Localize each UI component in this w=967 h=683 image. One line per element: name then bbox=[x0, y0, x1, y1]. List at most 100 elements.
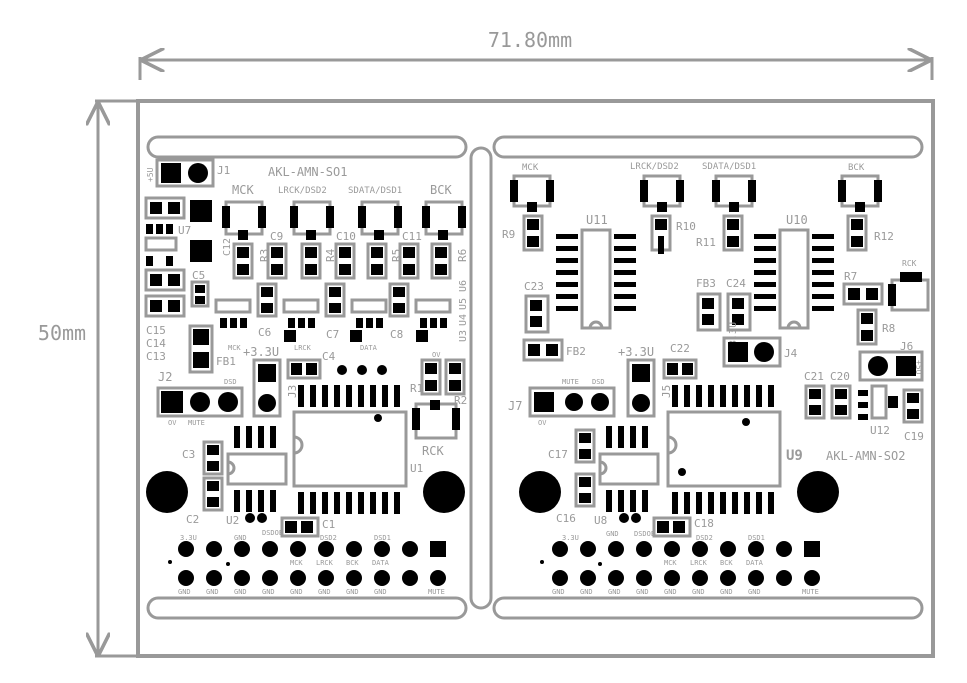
c8-label: C8 bbox=[390, 328, 403, 341]
b2-mck-label: MCK bbox=[522, 163, 539, 173]
b2-hdr-gnd-4: GND bbox=[636, 588, 649, 596]
b2-ov-label: OV bbox=[538, 419, 547, 427]
b2-hdr-dsd1: DSD1 bbox=[748, 534, 765, 542]
lrck-dsd2-label: LRCK/DSD2 bbox=[278, 186, 327, 196]
ic-u1: U1 bbox=[292, 385, 423, 514]
hdr-gnd-top: GND bbox=[234, 534, 247, 542]
hdr-dsdoe: DSDOE bbox=[262, 529, 283, 537]
v33-label: +3.3U bbox=[243, 345, 279, 359]
b2-rck-area: RCK R7 R8 J6 +5U bbox=[842, 259, 930, 382]
c6-label: C6 bbox=[258, 326, 271, 339]
b2-hdr-mute: MUTE bbox=[802, 588, 819, 596]
c11-label: C11 bbox=[402, 230, 422, 243]
test-points-top bbox=[222, 200, 466, 240]
mck-small-label: MCK bbox=[228, 344, 241, 352]
buffer-ics-row: U6 U5 U4 U3 C6 C7 C8 MCK LRCK DATA bbox=[214, 280, 469, 352]
u10-label: U10 bbox=[786, 213, 808, 227]
board2-name-label: AKL-AMN-SO2 bbox=[826, 449, 905, 463]
header-b1: 3.3U GND DSDOE DSD2 DSD1 MCK LRCK BCK DA… bbox=[168, 529, 446, 596]
b2-resistors-top: R9 R10 R11 R12 bbox=[502, 214, 894, 254]
u11-label: U11 bbox=[586, 213, 608, 227]
hdr-gnd-6: GND bbox=[318, 588, 331, 596]
hdr-gnd-2: GND bbox=[206, 588, 219, 596]
b2-hdr-gnd-3: GND bbox=[608, 588, 621, 596]
u2-label: U2 bbox=[226, 514, 239, 527]
b2-hdr-gnd-5: GND bbox=[664, 588, 677, 596]
c12-label: C12 bbox=[222, 238, 233, 256]
data-small-label: DATA bbox=[360, 344, 378, 352]
r4-label: R4 bbox=[324, 248, 337, 262]
b2-caps-mid: C23 FB2 FB3 C24 bbox=[522, 277, 752, 362]
board-outline bbox=[136, 99, 935, 658]
hdr-bck: BCK bbox=[346, 559, 359, 567]
u1-label: U1 bbox=[410, 462, 423, 475]
left-column-parts: U7 C5 C15 C14 C13 FB1 bbox=[144, 196, 236, 374]
c4-label: C4 bbox=[322, 350, 336, 363]
mount-hole-b2-right bbox=[797, 471, 839, 513]
b2-hdr-gnd-top: GND bbox=[606, 530, 619, 538]
bck-label: BCK bbox=[430, 183, 452, 197]
hdr-gnd-3: GND bbox=[234, 588, 247, 596]
r6-label: R6 bbox=[456, 249, 469, 262]
ic-u10: U10 bbox=[754, 213, 834, 330]
c13-label: C13 bbox=[146, 350, 166, 363]
r12-label: R12 bbox=[874, 230, 894, 243]
r11-label: R11 bbox=[696, 236, 716, 249]
c7-label: C7 bbox=[326, 328, 339, 341]
fb1-label: FB1 bbox=[216, 355, 236, 368]
j6-label: J6 bbox=[900, 340, 913, 353]
width-dimension-label: 71.80mm bbox=[488, 28, 572, 52]
j3-label: J3 bbox=[286, 385, 299, 398]
b2-sdata-dsd1-label: SDATA/DSD1 bbox=[702, 162, 756, 172]
sdata-dsd1-label: SDATA/DSD1 bbox=[348, 186, 402, 196]
connector-j4: +3.3U J4 bbox=[722, 322, 798, 368]
ov-small-label: OV bbox=[432, 351, 441, 359]
hdr-data: DATA bbox=[372, 559, 390, 567]
c16-label: C16 bbox=[556, 512, 576, 525]
c10-label: C10 bbox=[336, 230, 356, 243]
rck-label: RCK bbox=[422, 444, 444, 458]
b2-power-connectors: +3.3U J5 C22 J7 MUTE DSD OV bbox=[508, 342, 698, 427]
b2-rck-label: RCK bbox=[902, 259, 917, 268]
b2-hdr-3v3: 3.3U bbox=[562, 534, 579, 542]
hdr-gnd-5: GND bbox=[290, 588, 303, 596]
hdr-mute: MUTE bbox=[428, 588, 445, 596]
ic-u11: U11 bbox=[556, 213, 636, 330]
mount-hole-b1-left bbox=[146, 471, 188, 513]
c22-label: C22 bbox=[670, 342, 690, 355]
hdr-gnd-1: GND bbox=[178, 588, 191, 596]
mck-label: MCK bbox=[232, 183, 254, 197]
ic-u2: U2 C3 C2 C1 bbox=[182, 426, 335, 538]
ic-u8: U8 C17 C16 C18 bbox=[548, 426, 714, 538]
r8-label: R8 bbox=[882, 322, 895, 335]
hdr-lrck: LRCK bbox=[316, 559, 334, 567]
u5-label: U5 bbox=[458, 298, 469, 310]
u6-label: U6 bbox=[458, 280, 469, 292]
b2-hdr-bck: BCK bbox=[720, 559, 733, 567]
c19-label: C19 bbox=[904, 430, 924, 443]
rail-slots bbox=[146, 135, 924, 620]
fb3-label: FB3 bbox=[696, 277, 716, 290]
mute-label-j2: MUTE bbox=[188, 419, 205, 427]
r1-label: R1 bbox=[410, 382, 423, 395]
b2-regulator-area: C21 C20 U12 C19 bbox=[804, 370, 924, 443]
j4-label: J4 bbox=[784, 347, 798, 360]
ov-label-j2: OV bbox=[168, 419, 177, 427]
j1-label: J1 bbox=[217, 164, 230, 177]
j5-label: J5 bbox=[660, 385, 673, 398]
b2-hdr-dsd2: DSD2 bbox=[696, 534, 713, 542]
u12-label: U12 bbox=[870, 424, 890, 437]
resistor-cap-row: C12 C9 R3 R4 C10 R5 C11 R6 bbox=[222, 230, 469, 280]
c1-label: C1 bbox=[322, 518, 335, 531]
b2-lrck-dsd2-label: LRCK/DSD2 bbox=[630, 162, 679, 172]
mount-hole-b1-right bbox=[423, 471, 465, 513]
c17-label: C17 bbox=[548, 448, 568, 461]
b2-hdr-gnd-6: GND bbox=[692, 588, 705, 596]
b2-v33-label: +3.3U bbox=[618, 345, 654, 359]
c2-label: C2 bbox=[186, 513, 199, 526]
dimension-annotations: 71.80mm 50mm bbox=[38, 28, 934, 658]
u4-label: U4 bbox=[458, 314, 469, 326]
j7-label: J7 bbox=[508, 399, 522, 413]
c3-label: C3 bbox=[182, 448, 195, 461]
